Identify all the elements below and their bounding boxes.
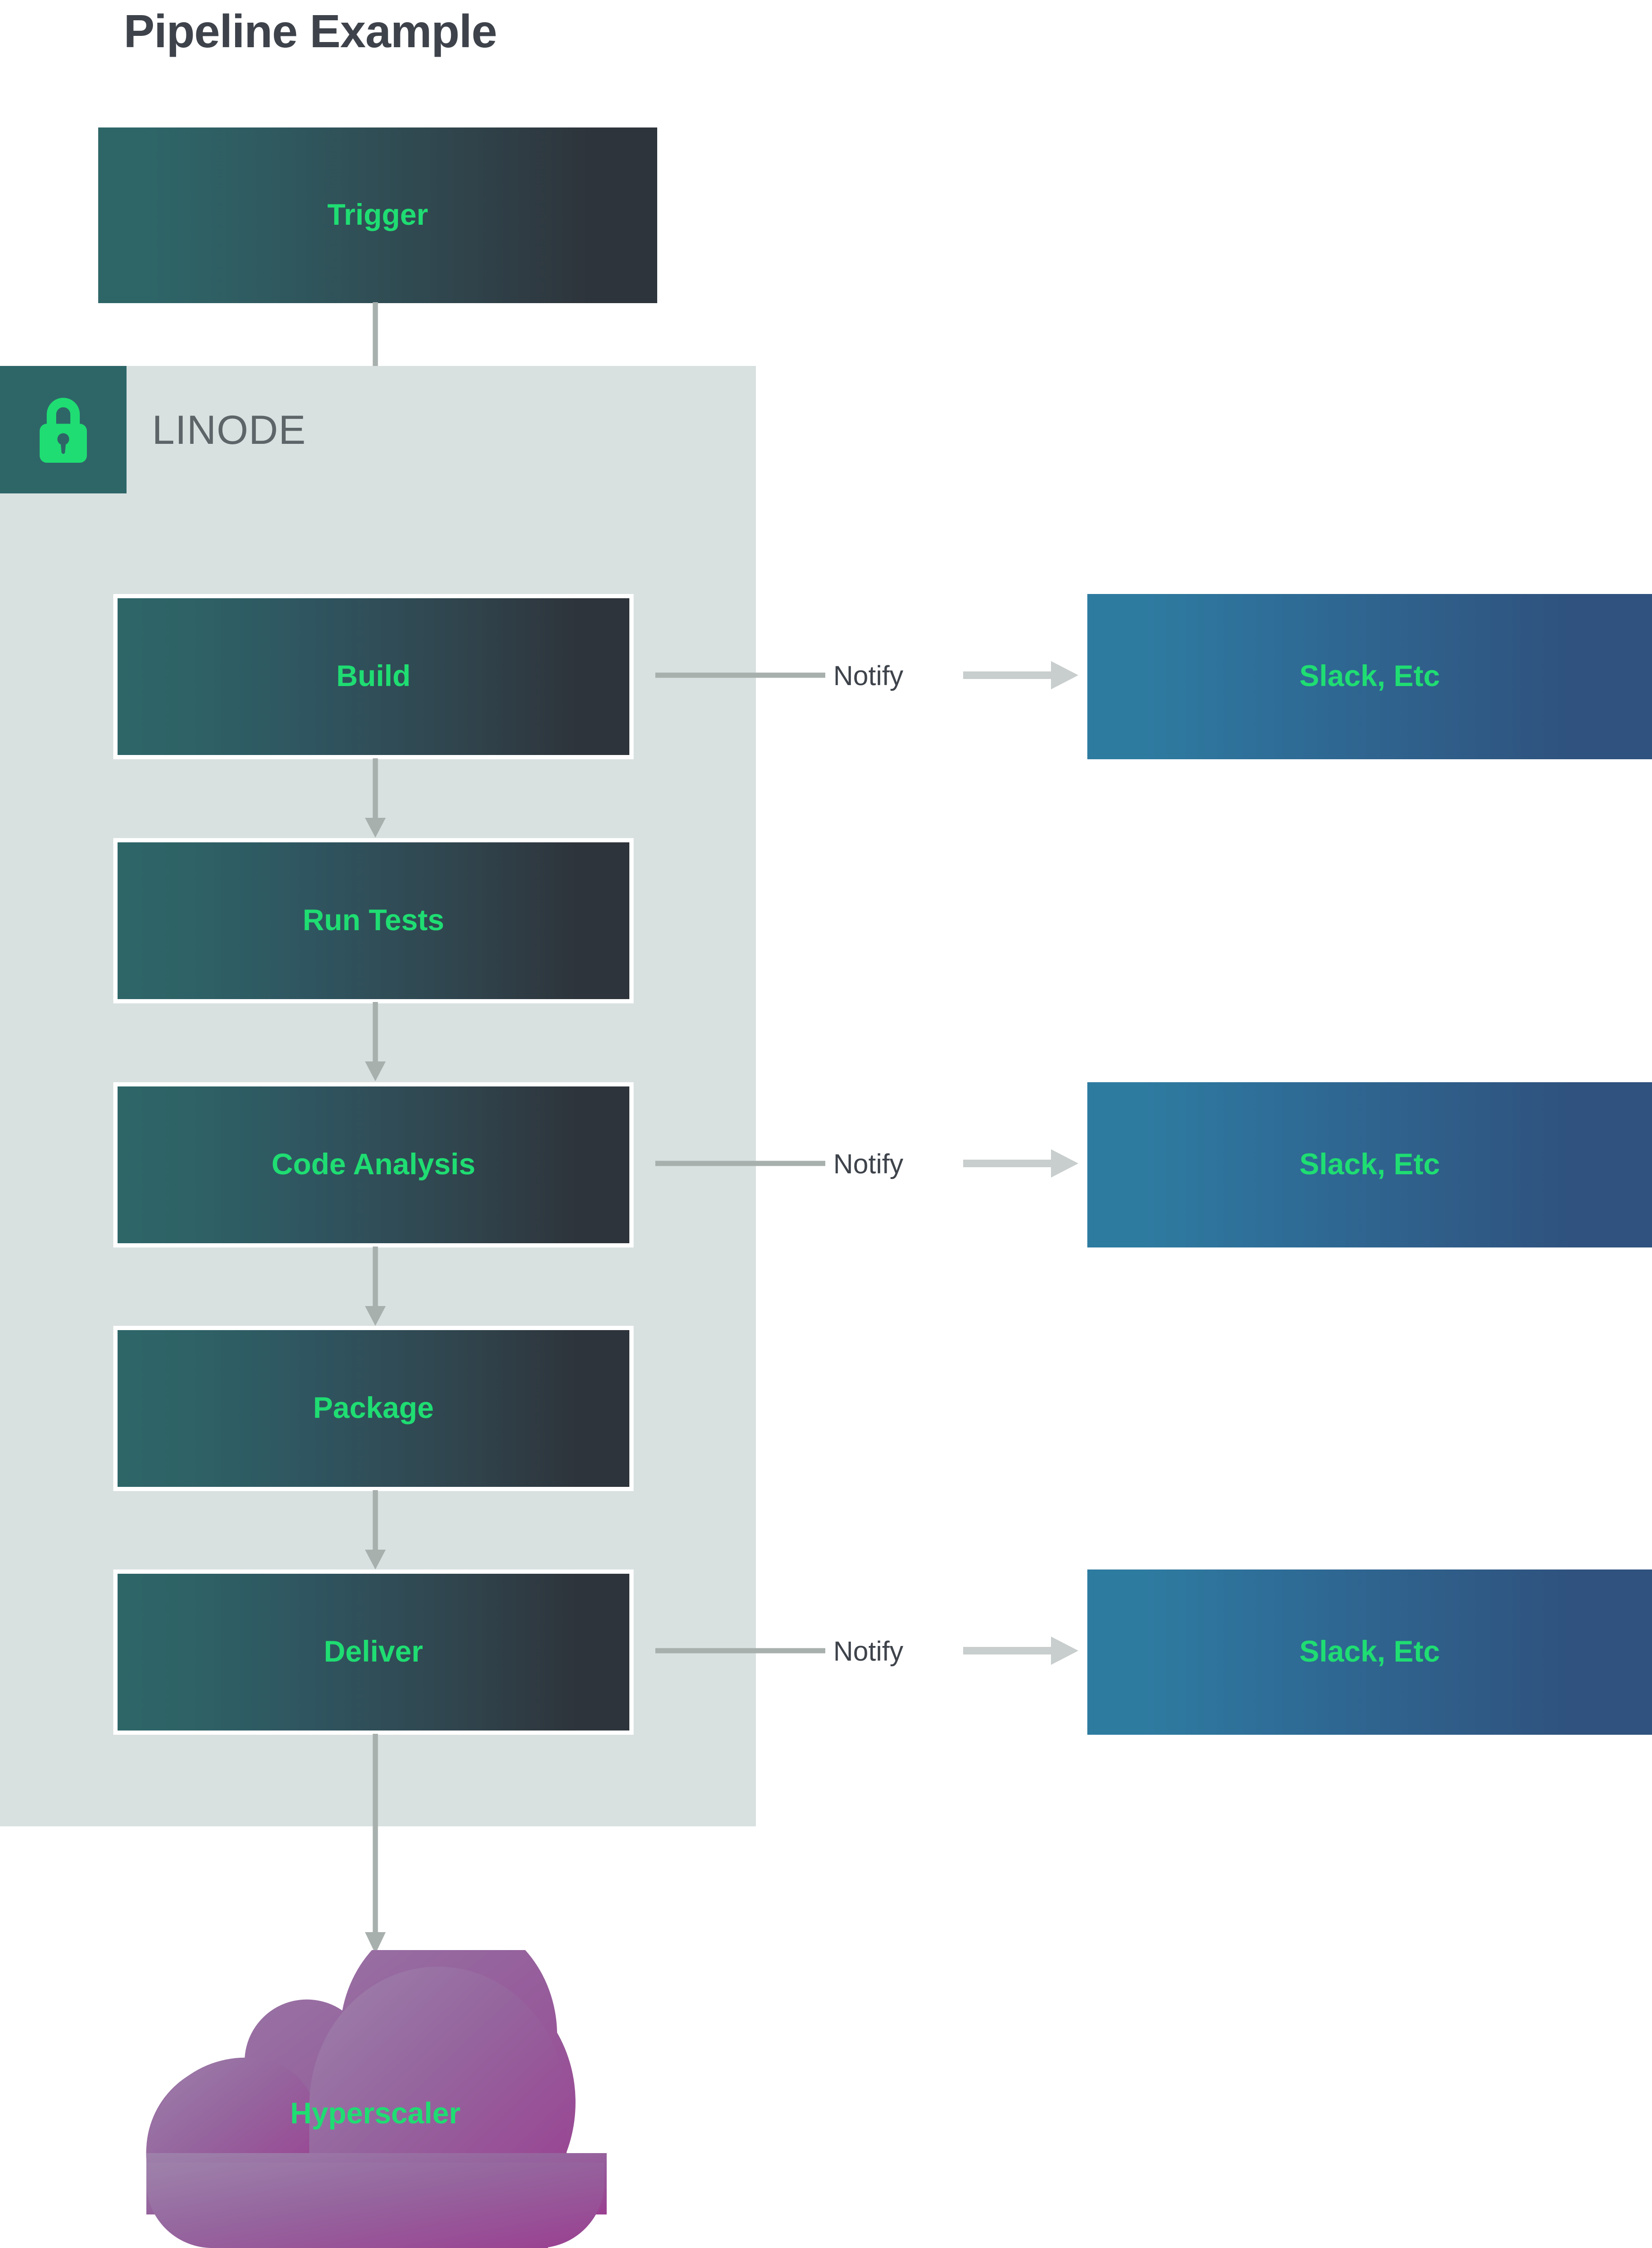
node-run-tests-label: Run Tests (303, 904, 444, 937)
node-hyperscaler-label: Hyperscaler (290, 2097, 461, 2130)
node-build-label: Build (336, 660, 411, 693)
node-slack-deliver-label: Slack, Etc (1299, 1635, 1440, 1669)
notify-arrowhead-deliver (963, 1637, 1078, 1665)
node-trigger-label: Trigger (327, 198, 428, 232)
node-code-analysis-label: Code Analysis (271, 1148, 475, 1181)
node-code-analysis-body: Code Analysis (118, 1086, 629, 1243)
node-hyperscaler[interactable] (142, 1950, 609, 2248)
node-build[interactable]: Build (113, 594, 634, 759)
node-code-analysis[interactable]: Code Analysis (113, 1082, 634, 1247)
page-title: Pipeline Example (124, 5, 497, 57)
node-slack-build[interactable]: Slack, Etc (1087, 594, 1652, 759)
node-run-tests[interactable]: Run Tests (113, 838, 634, 1003)
notify-arrowhead-code-analysis (963, 1149, 1078, 1178)
notify-label-deliver: Notify (833, 1636, 904, 1667)
node-trigger[interactable]: Trigger (98, 127, 657, 303)
node-deliver-label: Deliver (323, 1635, 424, 1669)
node-package-label: Package (313, 1391, 434, 1425)
node-build-body: Build (118, 598, 629, 755)
zone-linode-label: LINODE (152, 407, 306, 453)
node-slack-deliver[interactable]: Slack, Etc (1087, 1569, 1652, 1735)
lock-icon (0, 366, 127, 493)
node-run-tests-body: Run Tests (118, 842, 629, 999)
node-package-body: Package (118, 1330, 629, 1487)
node-deliver[interactable]: Deliver (113, 1569, 634, 1735)
notify-label-build: Notify (833, 661, 904, 691)
node-slack-code-analysis[interactable]: Slack, Etc (1087, 1082, 1652, 1247)
notify-label-code-analysis: Notify (833, 1149, 904, 1179)
node-package[interactable]: Package (113, 1326, 634, 1491)
cloud-icon (146, 1950, 607, 2248)
node-deliver-body: Deliver (118, 1574, 629, 1731)
node-slack-build-label: Slack, Etc (1299, 660, 1440, 693)
notify-arrowhead-build (963, 661, 1078, 689)
node-slack-code-analysis-label: Slack, Etc (1299, 1148, 1440, 1181)
